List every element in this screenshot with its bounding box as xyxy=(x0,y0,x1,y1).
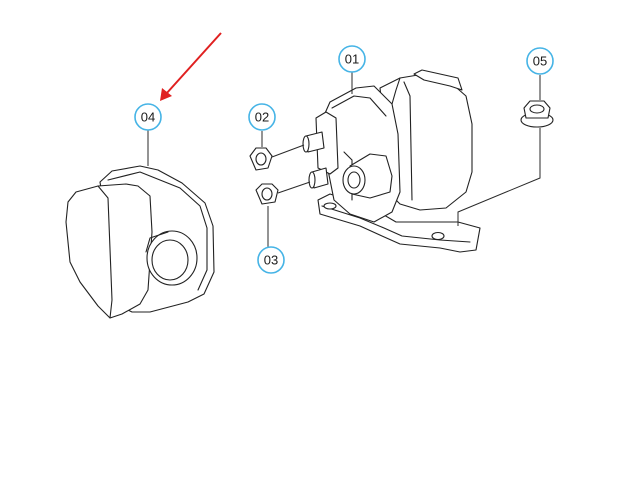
svg-text:01: 01 xyxy=(345,52,359,67)
part-04-cover[interactable] xyxy=(65,165,215,319)
callout-01[interactable]: 01 xyxy=(338,45,366,73)
red-arrow-icon xyxy=(160,32,222,101)
svg-text:03: 03 xyxy=(264,253,278,268)
part-01-ignition-coil[interactable] xyxy=(302,69,481,253)
svg-text:02: 02 xyxy=(255,110,269,125)
callout-02[interactable]: 02 xyxy=(248,103,276,131)
svg-text:05: 05 xyxy=(533,54,547,69)
part-03-nut[interactable] xyxy=(255,183,279,205)
leader-lines xyxy=(147,72,541,247)
svg-text:04: 04 xyxy=(141,110,155,125)
part-05-flange-nut[interactable] xyxy=(520,100,554,128)
callout-05[interactable]: 05 xyxy=(526,47,554,75)
part-02-nut[interactable] xyxy=(249,147,273,171)
callout-03[interactable]: 03 xyxy=(257,246,285,274)
callout-04[interactable]: 04 xyxy=(134,103,162,131)
